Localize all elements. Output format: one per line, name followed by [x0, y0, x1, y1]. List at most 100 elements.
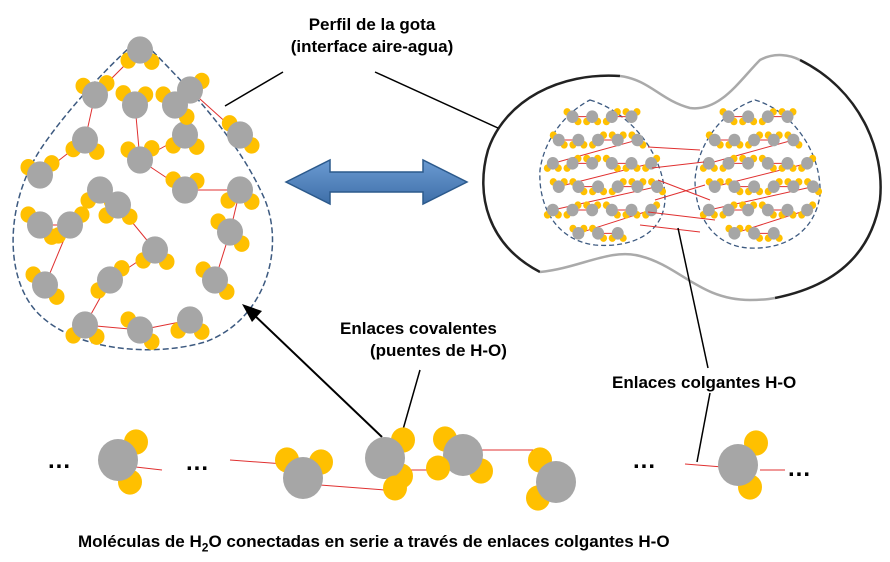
oxygen-atom [566, 157, 579, 170]
small-drop-left-outline [539, 99, 666, 247]
oxygen-atom [98, 439, 138, 481]
water-molecule [778, 108, 797, 123]
water-molecule [778, 157, 797, 172]
oxygen-atom [748, 227, 761, 240]
water-molecule [758, 201, 777, 219]
oxygen-atom [142, 236, 168, 264]
water-molecule [628, 131, 647, 149]
water-molecule [699, 203, 718, 219]
water-molecule [764, 178, 783, 196]
water-molecule [365, 427, 415, 489]
oxygen-atom [787, 133, 800, 147]
water-molecule [170, 306, 210, 340]
water-molecule [115, 85, 154, 119]
double-arrow [284, 158, 469, 206]
water-molecule [648, 178, 667, 196]
oxygen-atom [572, 133, 585, 147]
label-drop-profile: Perfil de la gota (interface aire-agua) [252, 14, 492, 58]
oxygen-atom [651, 180, 664, 193]
water-molecule [758, 154, 777, 172]
oxygen-atom [625, 203, 638, 217]
water-molecule [745, 224, 764, 242]
hydrogen-bond-line [552, 139, 638, 164]
oxygen-atom [781, 157, 794, 170]
oxygen-atom [761, 157, 774, 170]
water-molecule [20, 155, 60, 189]
label-drop-profile-line2: (interface aire-agua) [290, 37, 454, 56]
water-molecule [90, 260, 130, 299]
oxygen-atom [781, 110, 794, 123]
chain-to-drop-arrowhead [242, 304, 262, 322]
oxygen-atom [552, 180, 565, 193]
water-molecule [589, 131, 608, 149]
water-molecule [699, 157, 718, 172]
ellipsis-left: ... [48, 447, 72, 474]
oxygen-atom [586, 110, 599, 123]
water-molecule [642, 154, 661, 172]
oxygen-atom [162, 91, 188, 119]
ellipsis-mid: ... [186, 449, 210, 476]
water-molecule [75, 75, 115, 109]
water-molecule [275, 447, 333, 499]
water-molecule [725, 133, 744, 149]
oxygen-atom [702, 203, 715, 217]
water-molecule [589, 224, 608, 242]
water-molecule [608, 178, 627, 196]
water-molecule [718, 430, 768, 500]
water-molecule [221, 115, 260, 154]
water-molecule [719, 108, 738, 126]
oxygen-atom [605, 157, 618, 170]
caption: Moléculas de H2O conectadas en serie a t… [78, 531, 670, 558]
oxygen-atom [72, 311, 98, 339]
oxygen-atom [72, 126, 98, 154]
leader-drop-profile-left [224, 71, 284, 107]
oxygen-atom [708, 133, 721, 147]
oxygen-atom [742, 110, 755, 123]
left-drop-molecules [20, 36, 260, 350]
oxygen-atom [781, 203, 794, 217]
oxygen-atom [767, 227, 780, 240]
oxygen-atom [592, 180, 605, 193]
water-molecule [543, 157, 562, 172]
water-molecule [602, 154, 621, 172]
water-molecule [739, 110, 758, 126]
oxygen-atom [748, 180, 761, 193]
oxygen-atom [57, 211, 83, 239]
label-covalent-line1: Enlaces covalentes [340, 319, 497, 338]
water-molecule [220, 176, 260, 210]
water-molecule [165, 171, 205, 204]
oxygen-atom [172, 121, 198, 149]
water-molecule [778, 203, 797, 219]
caption-sub: 2 [201, 540, 209, 555]
oxygen-atom [728, 227, 741, 240]
water-molecule [745, 131, 764, 149]
oxygen-atom [645, 157, 658, 170]
water-molecule [705, 131, 724, 149]
oxygen-atom [443, 434, 483, 476]
hydrogen-atom [383, 475, 407, 501]
water-molecule [50, 206, 90, 244]
oxygen-atom [546, 203, 559, 217]
water-molecule [569, 224, 588, 240]
ellipsis-right-1: ... [633, 447, 657, 474]
leader-drop-profile-right [374, 71, 499, 129]
oxygen-atom [742, 203, 755, 217]
water-molecule [784, 131, 803, 149]
molecule-chain [98, 426, 785, 511]
oxygen-atom [127, 316, 153, 344]
water-molecule [563, 154, 582, 172]
oxygen-atom [122, 91, 148, 119]
oxygen-atom [718, 444, 758, 486]
oxygen-atom [572, 180, 585, 193]
water-molecule [705, 178, 724, 193]
hydrogen-bond-line [708, 139, 794, 164]
oxygen-atom [566, 110, 579, 123]
label-covalent-line2: (puentes de H-O) [370, 341, 507, 360]
ellipsis-right-2: ... [788, 455, 812, 482]
water-molecule [583, 110, 602, 126]
oxygen-atom [536, 461, 576, 503]
water-molecule [725, 224, 744, 240]
oxygen-atom [645, 203, 658, 217]
oxygen-atom [625, 157, 638, 170]
